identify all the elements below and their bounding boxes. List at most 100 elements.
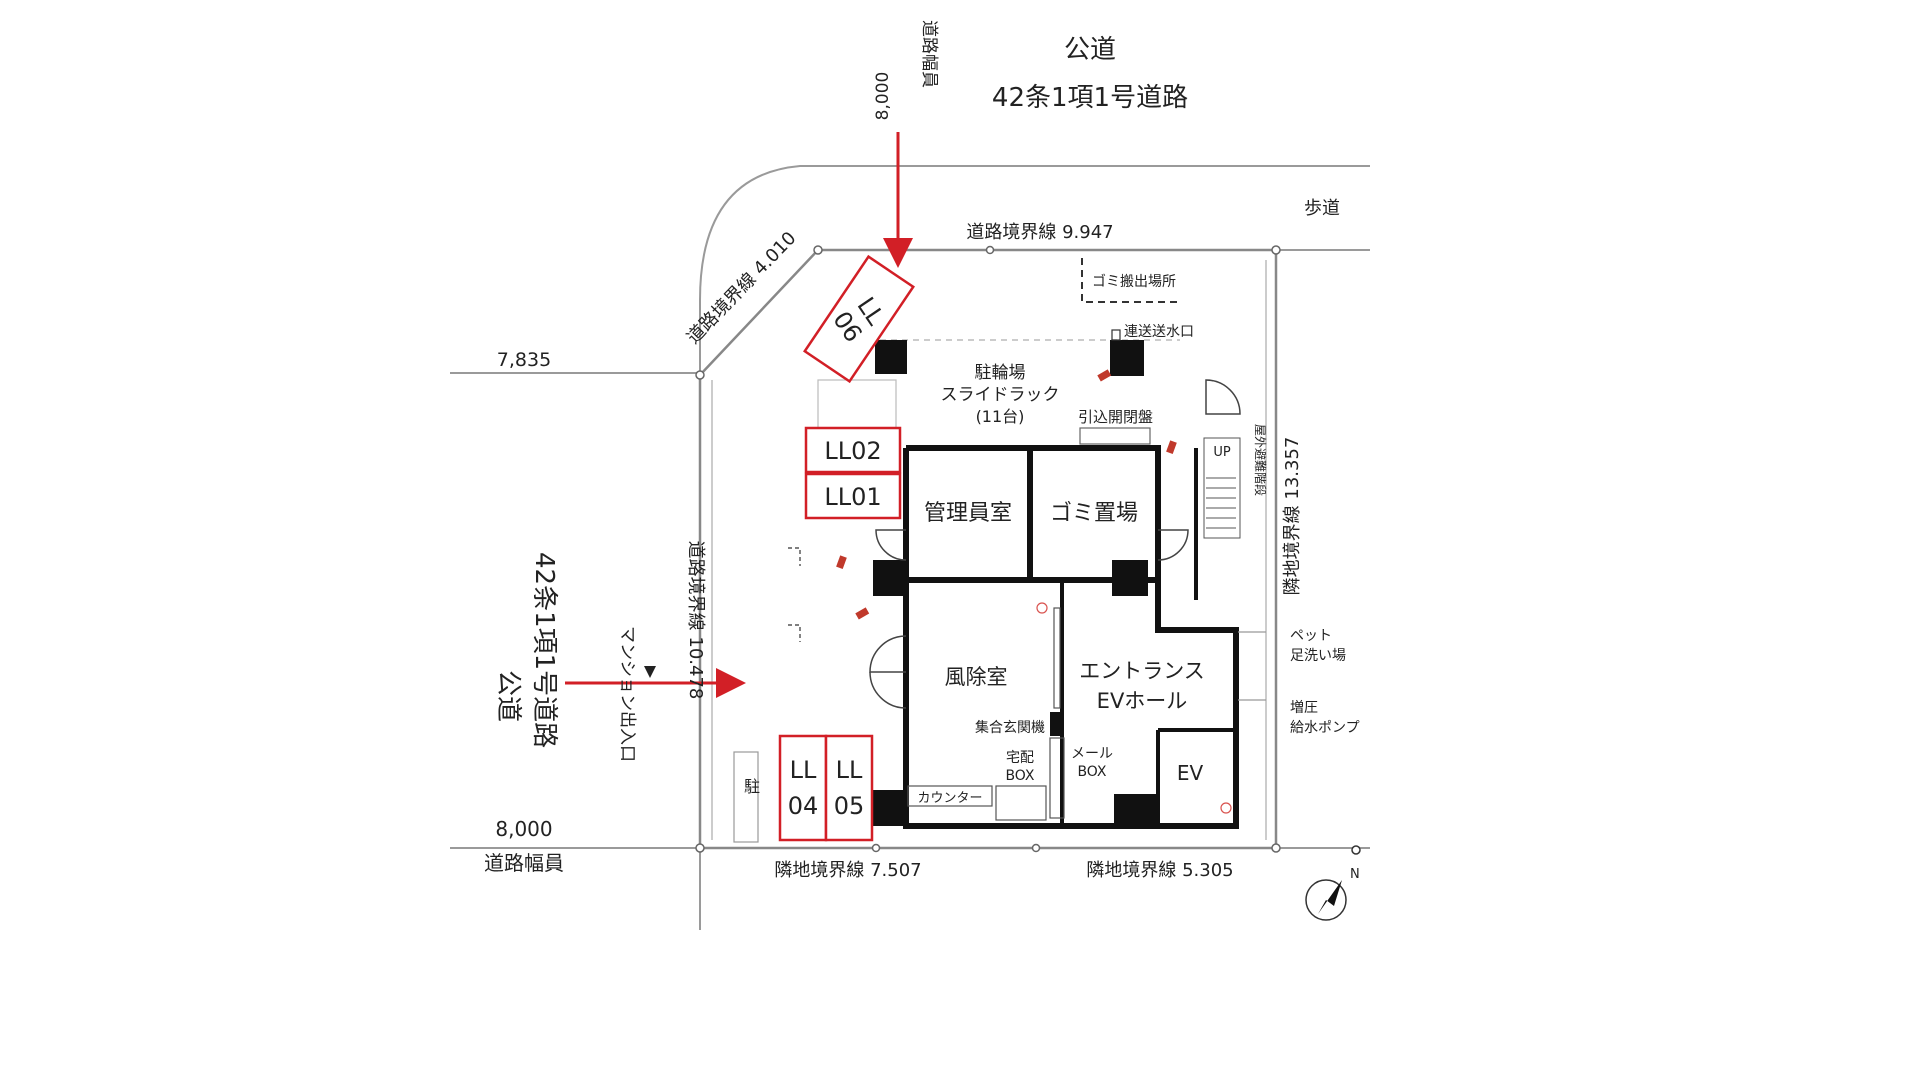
- boundary-right-label: 隣地境界線 13.357: [1282, 437, 1303, 596]
- bike-rack-outline: [817, 379, 897, 429]
- column: [1112, 560, 1148, 596]
- manager-room-label: 管理員室: [924, 501, 1012, 526]
- glass-partition: [1053, 607, 1061, 709]
- left-road-width-value: 8,000: [495, 817, 552, 841]
- top-road-width-value-group: 8,000: [873, 72, 893, 121]
- entrance-triangle-icon: [644, 666, 656, 678]
- booster-pump-label-1: 増圧: [1290, 700, 1318, 716]
- boundary-bottom-left-label: 隣地境界線 7.507: [774, 860, 921, 881]
- entrance-label-group: マンション出入口: [617, 626, 637, 762]
- evacuation-stair-label: 屋外避難階段: [1253, 424, 1268, 496]
- ll-markers: [778, 254, 915, 842]
- boundary-right-label-group: 隣地境界線 13.357: [1282, 437, 1303, 596]
- mail-box-label-2: BOX: [1077, 764, 1106, 780]
- wall-columns: [868, 340, 1158, 826]
- top-road-type: 42条1項1号道路: [992, 83, 1188, 113]
- parking-partial-label: 駐: [744, 777, 760, 796]
- garbage-pickup-dashed-area: [1081, 258, 1182, 303]
- boundary-point: [1271, 245, 1281, 255]
- mail-box-label-1: メール: [1071, 746, 1113, 762]
- left-road-type: 42条1項1号道路: [529, 552, 559, 748]
- boundary-point: [813, 245, 823, 255]
- extinguisher-icon: [855, 607, 870, 620]
- ll02-marker-box: [804, 426, 902, 474]
- compass: N: [1305, 845, 1361, 921]
- boundary-left-label: 道路境界線 10.478: [685, 541, 706, 700]
- boundary-point: [1031, 843, 1041, 853]
- site-boundary: [698, 248, 1278, 850]
- extinguisher-icon: [836, 555, 847, 570]
- sensor-icon: [1036, 602, 1048, 614]
- door-garbage: [1157, 529, 1189, 561]
- boundary-point: [695, 370, 705, 380]
- road-lines: [450, 165, 1370, 930]
- stairs-up-label: UP: [1213, 445, 1231, 460]
- compass-ring: [1305, 879, 1347, 921]
- delivery-box-label-1: 宅配: [1006, 750, 1034, 766]
- ll06-marker-group: [803, 254, 915, 384]
- gate-marker: [788, 547, 801, 566]
- fire-extinguisher-icons: [836, 369, 1177, 620]
- compass-north-label: N: [1350, 867, 1360, 882]
- top-road-width-label-group: 道路幅員: [919, 20, 939, 88]
- ll01-marker-box: [804, 472, 902, 520]
- column: [875, 340, 907, 374]
- left-road-name: 公道: [493, 670, 523, 722]
- door-stair: [1205, 379, 1241, 415]
- dimension-7835: 7,835: [497, 349, 551, 371]
- doors: [869, 379, 1241, 709]
- bicycle-parking-label-2: スライドラック: [941, 385, 1060, 405]
- pet-wash-label-2: 足洗い場: [1290, 648, 1346, 664]
- boundary-polygon: [698, 248, 1278, 850]
- column: [1114, 794, 1158, 826]
- ll04-label-line1: LL: [790, 756, 817, 784]
- ll01-label: LL01: [824, 483, 881, 511]
- left-road-type-group: 42条1項1号道路: [529, 552, 559, 748]
- door-windbreak-lower: [869, 671, 907, 709]
- ll05-label-line2: 05: [834, 792, 865, 820]
- door-manager: [875, 529, 907, 561]
- top-road-name: 公道: [1064, 35, 1116, 65]
- garbage-pickup-label: ゴミ搬出場所: [1092, 273, 1176, 290]
- pet-wash-label-1: ペット: [1290, 628, 1332, 644]
- column: [873, 560, 907, 596]
- compass-needle-icon: [1318, 880, 1342, 914]
- compass-dot: [1351, 845, 1361, 855]
- mail-box-outline: [1049, 737, 1065, 819]
- top-road-width-label: 道路幅員: [919, 20, 939, 88]
- boundary-bottom-right-label: 隣地境界線 5.305: [1086, 860, 1233, 881]
- stairs: [1203, 437, 1241, 539]
- service-panel-box: [1079, 427, 1151, 445]
- boundary-point: [695, 843, 705, 853]
- sidewalk-label: 歩道: [1304, 198, 1340, 219]
- counter-box: [907, 785, 993, 807]
- entrance-hall-label-2: EVホール: [1097, 689, 1188, 713]
- intercom-label: 集合玄関機: [975, 719, 1045, 736]
- water-inlet-icon: [1111, 329, 1121, 341]
- boundary-point: [871, 843, 881, 853]
- ll05-label-line1: LL: [836, 756, 863, 784]
- fire-water-inlet-label: 連送送水口: [1124, 324, 1194, 340]
- boundary-point: [985, 245, 995, 255]
- room-labels: 駐輪場 スライドラック (11台) ゴミ搬出場所 連送送水口 引込開閉盤 管理員…: [744, 273, 1360, 806]
- windbreak-room-label: 風除室: [945, 665, 1008, 689]
- column: [1110, 340, 1144, 376]
- gate-marker: [788, 624, 801, 642]
- ll04-label-line2: 04: [788, 792, 819, 820]
- stair-box: [1203, 437, 1241, 539]
- parking-outline: [733, 751, 759, 843]
- column: [868, 790, 906, 826]
- ll05-marker-box: [824, 734, 874, 842]
- entrance-hall-label-1: エントランス: [1079, 659, 1205, 683]
- bicycle-parking-label-1: 駐輪場: [975, 363, 1026, 383]
- top-road-curb-line: [699, 165, 1370, 380]
- boundary-points: [695, 245, 1281, 853]
- sensor-icon: [1220, 802, 1232, 814]
- left-road-name-group: 公道: [493, 670, 523, 722]
- boundary-labels: 道路境界線 9.947 道路境界線 4.010 道路境界線 10.478 隣地境…: [683, 222, 1303, 881]
- delivery-box-label-2: BOX: [1005, 768, 1034, 784]
- booster-pump-label-2: 給水ポンプ: [1290, 720, 1360, 736]
- garbage-room-label: ゴミ置場: [1050, 501, 1138, 526]
- ll02-label: LL02: [824, 437, 881, 465]
